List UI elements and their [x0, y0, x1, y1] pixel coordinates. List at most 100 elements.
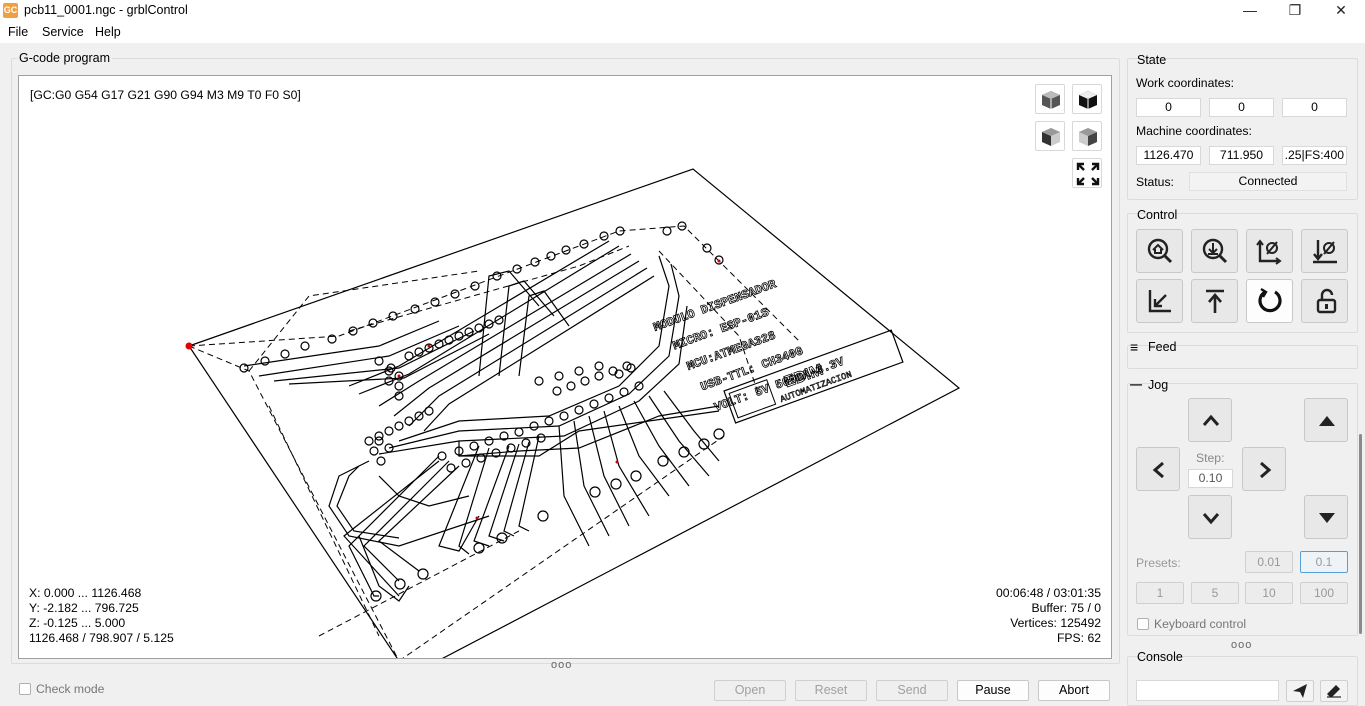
control-title: Control	[1137, 208, 1178, 222]
triangle-up-icon	[1319, 416, 1335, 426]
gcode-3d-viewer[interactable]: [GC:G0 G54 G17 G21 G90 G94 M3 M9 T0 F0 S…	[18, 75, 1112, 659]
preset-100-button[interactable]: 100	[1300, 582, 1348, 604]
work-coordinates-label: Work coordinates:	[1136, 76, 1234, 90]
upper-traces	[243, 240, 720, 547]
send-icon	[1293, 684, 1307, 698]
state-title: State	[1137, 53, 1167, 67]
jog-z-plus-button[interactable]	[1304, 398, 1348, 442]
jog-z-minus-button[interactable]	[1304, 495, 1348, 539]
unlock-icon	[1316, 288, 1337, 314]
preset-1-button[interactable]: 1	[1136, 582, 1184, 604]
abort-button[interactable]: Abort	[1038, 680, 1110, 701]
pause-button[interactable]: Pause	[957, 680, 1029, 701]
window-title: pcb11_0001.ngc - grblControl	[24, 3, 188, 17]
drill-markers	[397, 259, 721, 520]
menu-bar: File Service Help	[0, 21, 1365, 43]
preset-0-1-button[interactable]: 0.1	[1300, 551, 1348, 573]
probe-z-button[interactable]	[1191, 229, 1238, 273]
safe-position-button[interactable]	[1191, 279, 1238, 323]
view-iso-button[interactable]	[1035, 84, 1065, 114]
feed-toggle-icon[interactable]: ≡	[1130, 339, 1139, 355]
rapid-moves	[188, 225, 800, 658]
work-y-field: 0	[1209, 98, 1274, 117]
cube-front-icon	[1042, 128, 1060, 146]
maximize-button[interactable]: ❐	[1288, 2, 1302, 18]
preset-5-button[interactable]: 5	[1191, 582, 1239, 604]
zero-z-button[interactable]	[1301, 229, 1348, 273]
keyboard-control-label: Keyboard control	[1154, 617, 1247, 631]
check-mode-label: Check mode	[36, 682, 105, 696]
step-input[interactable]: 0.10	[1188, 469, 1233, 488]
feed-group	[1127, 345, 1358, 369]
jog-y-plus-button[interactable]	[1188, 398, 1232, 442]
buffer-status: Buffer: 75 / 0	[1031, 601, 1101, 615]
machine-y-field: 711.950	[1209, 146, 1274, 165]
vertices-count: Vertices: 125492	[1010, 616, 1101, 630]
step-label: Step:	[1196, 451, 1225, 465]
minimize-button[interactable]: —	[1243, 2, 1257, 18]
return-xy-button[interactable]	[1136, 279, 1183, 323]
menu-service[interactable]: Service	[42, 25, 84, 39]
chevron-up-icon	[1202, 414, 1220, 426]
view-front-button[interactable]	[1035, 121, 1065, 151]
right-splitter-handle[interactable]: ooo	[1231, 639, 1253, 651]
cube-icon	[1042, 91, 1060, 109]
app-icon: GC	[3, 3, 18, 18]
work-z-field: 0	[1282, 98, 1347, 117]
keyboard-control-checkbox[interactable]	[1137, 618, 1149, 630]
soft-reset-button[interactable]	[1246, 279, 1293, 323]
preset-0-01-button[interactable]: 0.01	[1245, 551, 1293, 573]
jog-group	[1127, 383, 1358, 636]
reset-button[interactable]: Reset	[795, 680, 867, 701]
view-left-button[interactable]	[1072, 121, 1102, 151]
cube-left-icon	[1079, 128, 1097, 146]
reset-icon	[1258, 287, 1282, 313]
probe-icon	[1202, 238, 1228, 264]
jog-x-minus-button[interactable]	[1136, 447, 1180, 491]
chevron-left-icon	[1152, 461, 1164, 479]
chevron-right-icon	[1260, 461, 1272, 479]
fps-counter: FPS: 62	[1056, 631, 1101, 645]
menu-help[interactable]: Help	[95, 25, 121, 39]
cube-top-icon	[1079, 91, 1097, 109]
machine-x-field: 1126.470	[1136, 146, 1201, 165]
console-send-button[interactable]	[1286, 680, 1314, 702]
fit-view-button[interactable]	[1072, 158, 1102, 188]
control-group	[1127, 213, 1358, 333]
jog-x-plus-button[interactable]	[1242, 447, 1286, 491]
zero-z-icon	[1313, 240, 1337, 264]
preset-10-button[interactable]: 10	[1245, 582, 1293, 604]
origin-marker	[185, 342, 193, 350]
menu-file[interactable]: File	[8, 25, 29, 39]
right-panel-scrollbar-track[interactable]	[1359, 48, 1363, 706]
unlock-button[interactable]	[1301, 279, 1348, 323]
console-input[interactable]	[1136, 680, 1279, 701]
check-mode-checkbox[interactable]	[19, 683, 31, 695]
zero-xy-icon	[1256, 239, 1282, 265]
home-search-icon	[1147, 238, 1173, 264]
close-button[interactable]: ✕	[1335, 2, 1347, 18]
jog-toggle-icon[interactable]: —	[1130, 377, 1142, 391]
pcb-label-text: MODULO DISPENSADOR MICRO: ESP-01S MCU:AT…	[651, 277, 847, 416]
lower-traces	[343, 390, 720, 602]
work-x-field: 0	[1136, 98, 1201, 117]
elapsed-time: 00:06:48 / 03:01:35	[995, 586, 1101, 600]
right-panel-scrollbar-thumb[interactable]	[1359, 434, 1362, 634]
range-z: Z: -0.125 ... 5.000	[29, 616, 126, 630]
chevron-down-icon	[1202, 513, 1220, 525]
splitter-handle[interactable]: ooo	[551, 659, 573, 671]
send-button[interactable]: Send	[876, 680, 948, 701]
console-title: Console	[1137, 650, 1183, 664]
presets-label: Presets:	[1136, 556, 1181, 570]
program-size: 1126.468 / 798.907 / 5.125	[29, 631, 174, 645]
jog-y-minus-button[interactable]	[1188, 495, 1232, 539]
status-value: Connected	[1189, 172, 1347, 191]
view-top-button[interactable]	[1072, 84, 1102, 114]
home-button[interactable]	[1136, 229, 1183, 273]
feed-title[interactable]: Feed	[1148, 340, 1177, 354]
zero-xy-button[interactable]	[1246, 229, 1293, 273]
jog-title[interactable]: Jog	[1148, 378, 1169, 392]
eraser-icon	[1327, 685, 1341, 698]
open-button[interactable]: Open	[714, 680, 786, 701]
console-clear-button[interactable]	[1320, 680, 1348, 702]
